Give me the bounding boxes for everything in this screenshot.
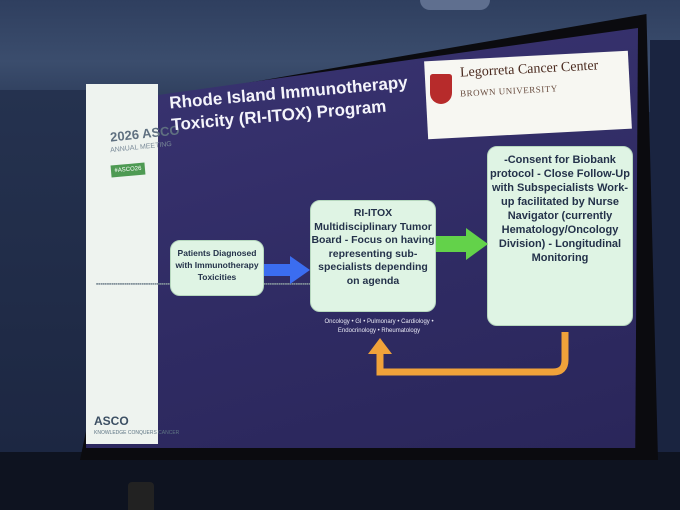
green-arrow <box>436 228 488 260</box>
floor <box>0 452 680 510</box>
specialties-list: Oncology • GI • Pulmonary • Cardiology •… <box>324 319 434 334</box>
slide-sidebar <box>86 84 158 444</box>
blue-arrow <box>264 256 310 284</box>
orange-return-arrow <box>368 332 569 376</box>
left-wall <box>0 90 100 510</box>
followup-box: -Consent for Biobank protocol - Close Fo… <box>487 146 633 326</box>
asco-logo: ASCO <box>94 414 129 428</box>
brown-shield-icon <box>430 74 452 104</box>
patients-box: Patients Diagnosed with Immunotherapy To… <box>170 240 264 296</box>
camera-stand <box>128 482 154 510</box>
ceiling-light <box>420 0 490 10</box>
asco-tagline: KNOWLEDGE CONQUERS CANCER <box>94 430 180 436</box>
fine-print: ■■■■■■■■■■■■■■■■■■■■■■■■■■■■■■■■■■■■■■■■… <box>96 282 378 287</box>
tumor-board-box: RI-ITOX Multidisciplinary Tumor Board - … <box>310 200 436 312</box>
